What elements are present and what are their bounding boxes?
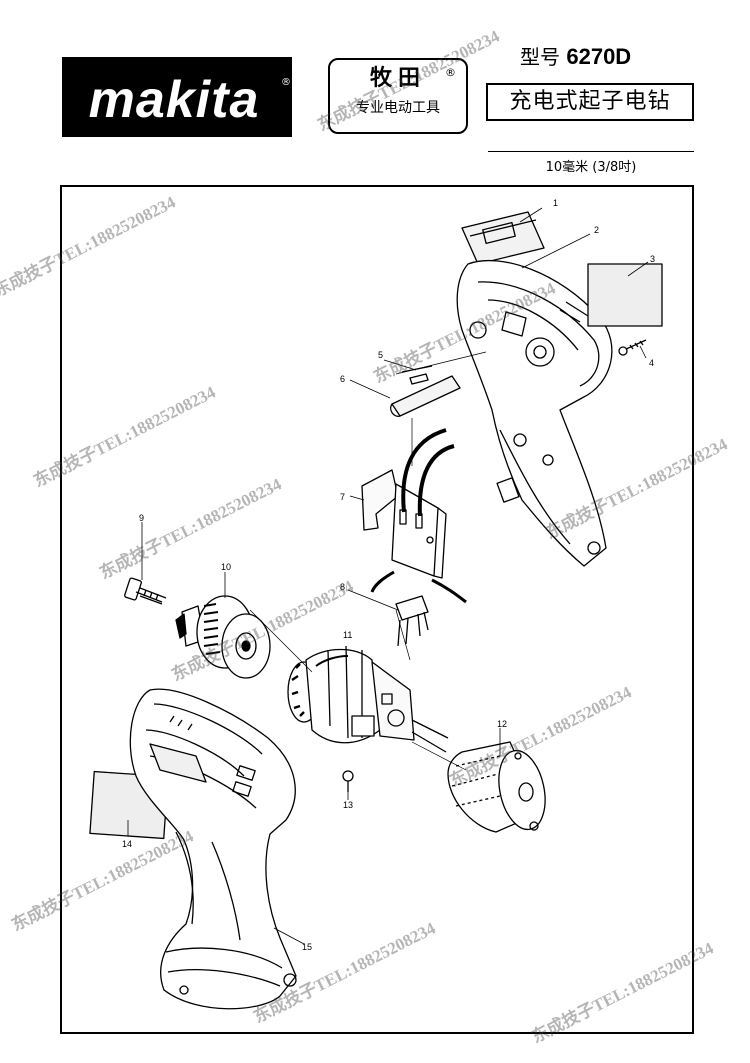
model-line: 型号 6270D — [520, 44, 631, 70]
part-number: 7 — [340, 492, 345, 502]
part-number: 1 — [553, 198, 558, 208]
part-13-screw — [342, 770, 354, 792]
makita-logo: makita ® — [62, 57, 292, 137]
part-9-bolt — [124, 577, 167, 605]
spec-divider — [488, 151, 694, 152]
part-15-housing-half — [129, 688, 297, 1010]
part-number: 6 — [340, 374, 345, 384]
part-number: 4 — [649, 358, 654, 368]
spec-text: 10毫米 (3/8吋) — [545, 160, 637, 175]
part-number: 11 — [343, 630, 352, 640]
brand-badge: 牧田 ® 专业电动工具 — [328, 58, 468, 134]
part-10-chuck — [175, 595, 271, 679]
part-11-gear-assembly — [287, 645, 449, 753]
brand-reg-mark: ® — [445, 66, 456, 79]
part-number: 15 — [302, 942, 312, 952]
part-number: 12 — [497, 719, 507, 729]
part-8-terminal — [395, 595, 429, 647]
brand-subtitle: 专业电动工具 — [356, 100, 440, 116]
svg-text:®: ® — [281, 77, 291, 88]
part-number: 3 — [650, 254, 655, 264]
part-number: 2 — [594, 225, 599, 235]
part-number: 14 — [122, 839, 132, 849]
part-number: 8 — [340, 582, 345, 592]
assembly-axis-lines — [249, 351, 487, 771]
part-number: 10 — [221, 562, 231, 572]
brand-name: 牧田 — [369, 66, 426, 91]
diagram-frame — [60, 185, 694, 1034]
part-6-lever — [390, 375, 461, 417]
part-number-labels: 1 2 3 4 5 6 7 8 9 10 11 12 13 14 15 — [122, 198, 655, 952]
part-7-switch — [361, 428, 467, 604]
part-number: 5 — [378, 350, 383, 360]
part-3-label — [587, 263, 663, 327]
leader-lines — [127, 207, 649, 945]
part-12-motor — [447, 741, 546, 833]
model-number: 6270D — [566, 44, 632, 69]
model-prefix: 型号 — [520, 45, 560, 69]
product-name: 充电式起子电钻 — [486, 83, 694, 121]
part-4-screw — [618, 339, 647, 356]
part-number: 9 — [139, 513, 144, 523]
part-number: 13 — [343, 800, 353, 810]
logo-text: makita — [89, 71, 260, 129]
part-1-plate — [461, 211, 545, 265]
